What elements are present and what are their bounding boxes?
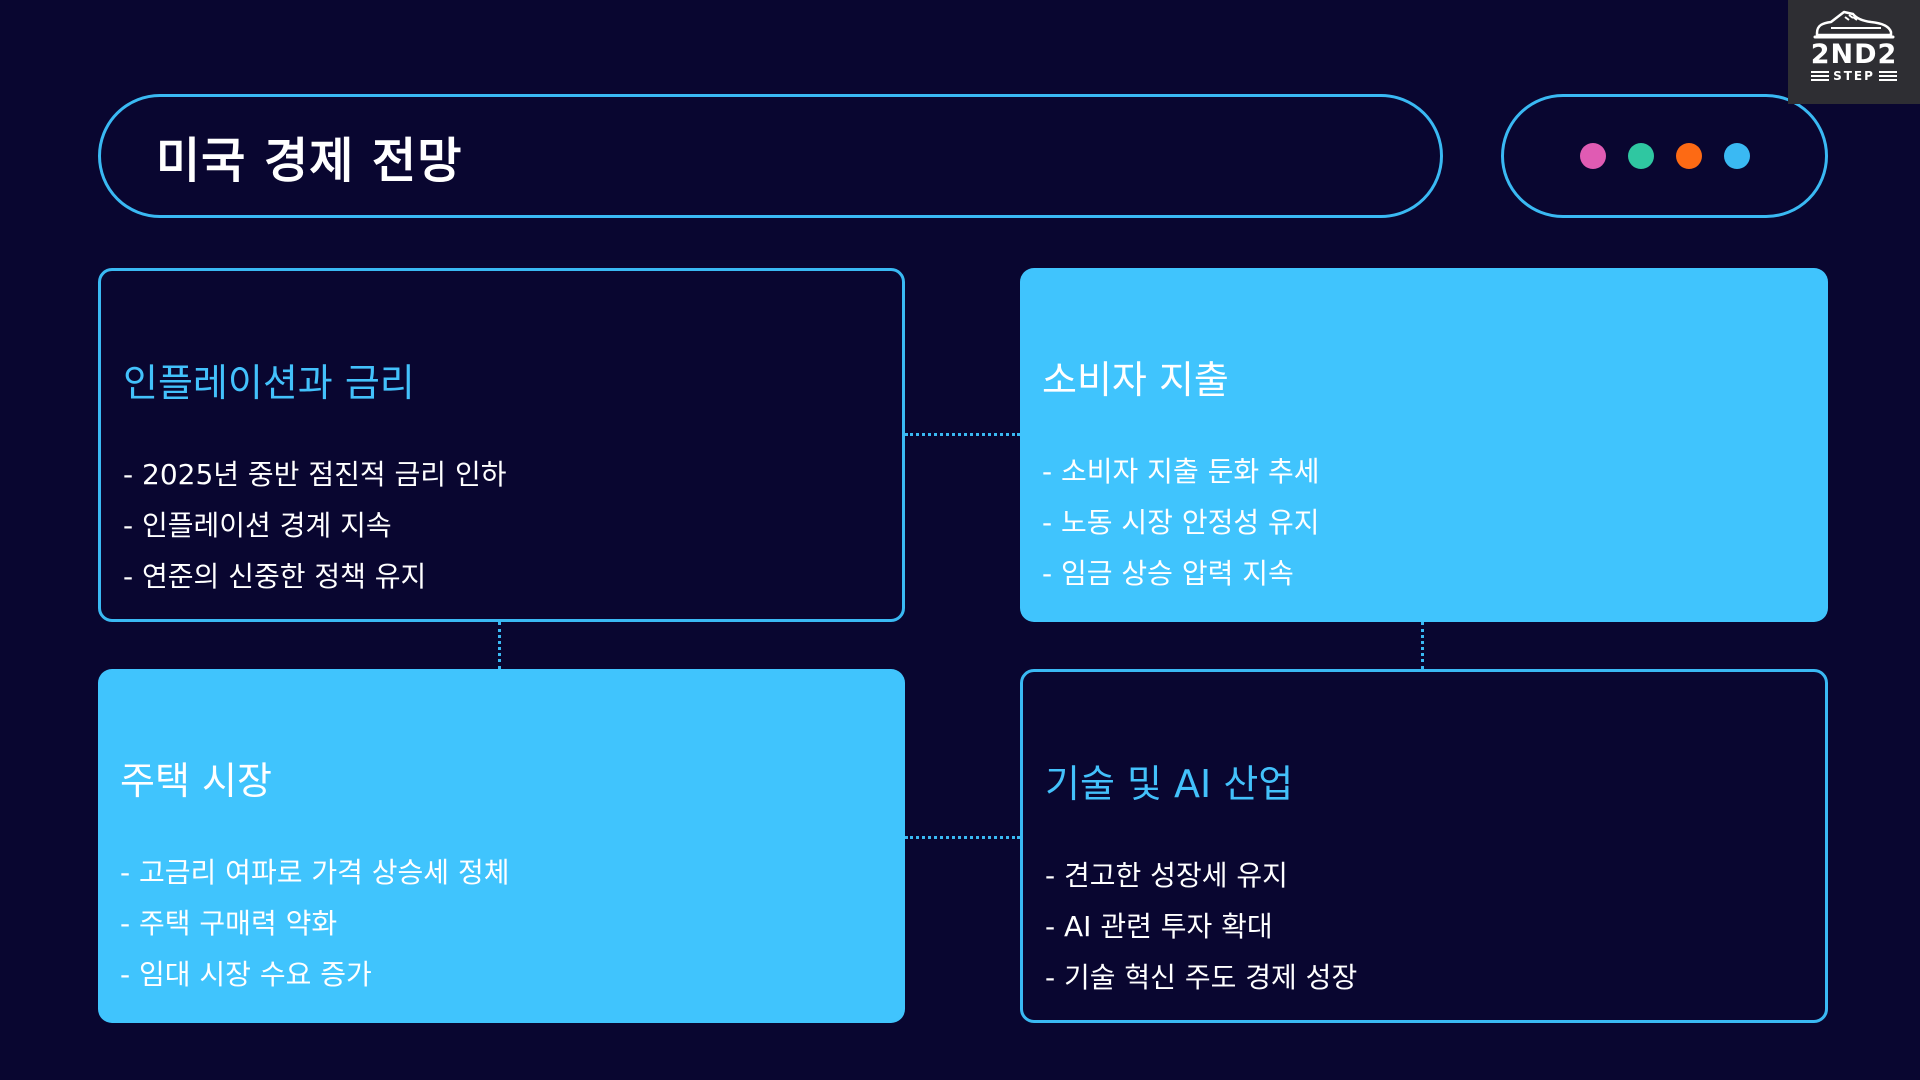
list-item: - 소비자 지출 둔화 추세 — [1042, 455, 1320, 488]
card-bullet-list: - 소비자 지출 둔화 추세 - 노동 시장 안정성 유지 - 임금 상승 압력… — [1042, 446, 1320, 599]
list-item: - 임대 시장 수요 증가 — [120, 958, 372, 991]
list-item: - 인플레이션 경계 지속 — [123, 509, 392, 542]
blue-dot-icon — [1723, 143, 1750, 169]
card-inflation-rates: 인플레이션과 금리 - 2025년 중반 점진적 금리 인하 - 인플레이션 경… — [98, 268, 905, 622]
green-dot-icon — [1627, 143, 1654, 169]
card-consumer-spending: 소비자 지출 - 소비자 지출 둔화 추세 - 노동 시장 안정성 유지 - 임… — [1020, 268, 1828, 622]
list-item: - 2025년 중반 점진적 금리 인하 — [123, 458, 507, 491]
list-item: - 노동 시장 안정성 유지 — [1042, 506, 1320, 539]
list-item: - 고금리 여파로 가격 상승세 정체 — [120, 856, 510, 889]
dotted-connector — [1421, 622, 1424, 669]
list-item: - 견고한 성장세 유지 — [1045, 859, 1288, 892]
speed-lines-icon — [1811, 71, 1830, 81]
logo-subtext: STEP — [1833, 69, 1875, 83]
indicator-dots-panel — [1501, 94, 1828, 218]
card-title: 인플레이션과 금리 — [123, 361, 415, 405]
card-bullet-list: - 견고한 성장세 유지 - AI 관련 투자 확대 - 기술 혁신 주도 경제… — [1045, 850, 1357, 1003]
card-title: 기술 및 AI 산업 — [1045, 762, 1294, 806]
card-tech-ai-industry: 기술 및 AI 산업 - 견고한 성장세 유지 - AI 관련 투자 확대 - … — [1020, 669, 1828, 1023]
list-item: - AI 관련 투자 확대 — [1045, 910, 1273, 943]
logo-wordmark: 2ND2 — [1810, 39, 1898, 70]
page-title: 미국 경제 전망 — [156, 133, 463, 189]
card-bullet-list: - 고금리 여파로 가격 상승세 정체 - 주택 구매력 약화 - 임대 시장 … — [120, 847, 510, 1000]
title-banner: 미국 경제 전망 — [98, 94, 1443, 218]
brand-logo: 2ND2 STEP — [1788, 0, 1920, 104]
list-item: - 임금 상승 압력 지속 — [1042, 557, 1294, 590]
indicator-dots — [1504, 97, 1825, 215]
pink-dot-icon — [1579, 143, 1606, 169]
card-bullet-list: - 2025년 중반 점진적 금리 인하 - 인플레이션 경계 지속 - 연준의… — [123, 449, 506, 602]
list-item: - 연준의 신중한 정책 유지 — [123, 560, 427, 593]
card-title: 주택 시장 — [120, 759, 272, 803]
logo-subline: STEP — [1811, 69, 1897, 83]
list-item: - 기술 혁신 주도 경제 성장 — [1045, 961, 1358, 994]
dotted-connector — [905, 836, 1020, 839]
list-item: - 주택 구매력 약화 — [120, 907, 338, 940]
sneaker-icon — [1813, 10, 1895, 39]
speed-lines-icon — [1878, 71, 1897, 81]
card-housing-market: 주택 시장 - 고금리 여파로 가격 상승세 정체 - 주택 구매력 약화 - … — [98, 669, 905, 1023]
card-title: 소비자 지출 — [1042, 358, 1229, 402]
dotted-connector — [498, 622, 501, 669]
dotted-connector — [905, 433, 1020, 436]
orange-dot-icon — [1675, 143, 1702, 169]
